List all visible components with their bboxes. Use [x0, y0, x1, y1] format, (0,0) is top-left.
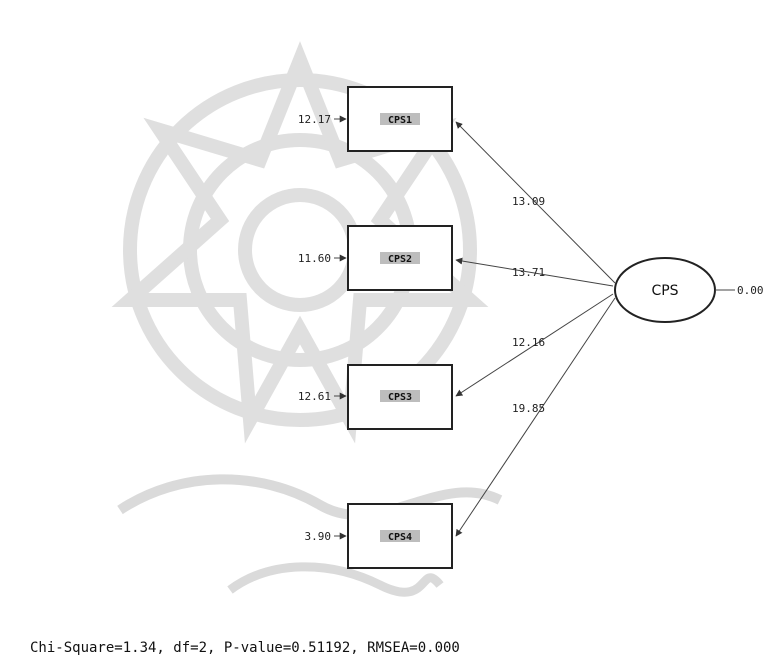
- indicator-cps3: CPS3: [347, 364, 453, 430]
- indicator-cps1: CPS1: [347, 86, 453, 152]
- indicator-label: CPS1: [388, 115, 412, 126]
- indicator-label: CPS2: [388, 254, 412, 265]
- error-value: 12.61: [298, 390, 331, 403]
- watermark-text: [117, 474, 503, 597]
- loading-value: 13.71: [512, 266, 545, 279]
- loading-value: 12.16: [512, 336, 545, 349]
- loading-path: [455, 257, 614, 287]
- latent-variance-value: 0.00: [737, 284, 764, 297]
- indicator-label-highlight: [380, 390, 420, 402]
- indicator-label-highlight: [380, 113, 420, 125]
- indicator-cps2: CPS2: [347, 225, 453, 291]
- indicator-label: CPS4: [388, 532, 412, 543]
- indicator-label: CPS3: [388, 392, 412, 403]
- latent-label: CPS: [651, 283, 678, 299]
- indicator-cps4: CPS4: [347, 503, 453, 569]
- fit-statistics: Chi-Square=1.34, df=2, P-value=0.51192, …: [30, 640, 460, 656]
- error-value: 12.17: [298, 113, 331, 126]
- error-value: 11.60: [298, 252, 331, 265]
- loading-path: [455, 297, 616, 537]
- latent-node: CPS: [614, 257, 716, 323]
- loading-path: [455, 121, 616, 284]
- error-value: 3.90: [305, 530, 332, 543]
- loading-value: 13.09: [512, 195, 545, 208]
- indicator-label-highlight: [380, 252, 420, 264]
- loading-path: [455, 293, 614, 397]
- indicator-label-highlight: [380, 530, 420, 542]
- loading-value: 19.85: [512, 402, 545, 415]
